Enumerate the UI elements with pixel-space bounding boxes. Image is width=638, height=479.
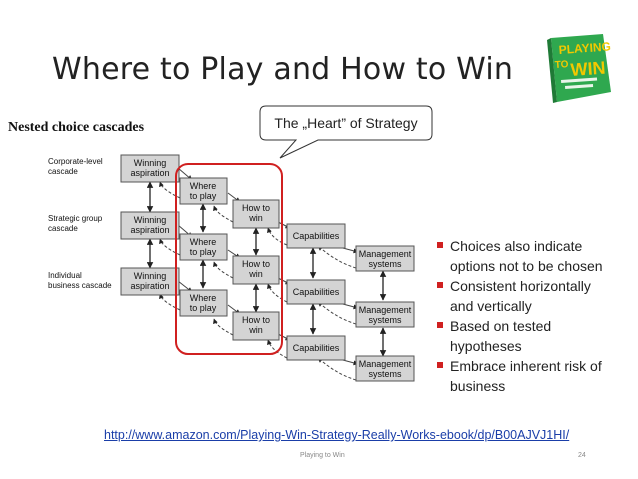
row-label-corporate: Corporate-level cascade xyxy=(48,157,103,176)
svg-text:Capabilities: Capabilities xyxy=(293,231,340,241)
vertical-arrows xyxy=(146,181,387,357)
svg-text:Where: Where xyxy=(190,181,217,191)
book-title-line3: WIN xyxy=(570,58,606,80)
callout-text: The „Heart” of Strategy xyxy=(274,115,417,131)
svg-text:Capabilities: Capabilities xyxy=(293,343,340,353)
svg-text:Individual: Individual xyxy=(48,271,82,280)
svg-text:How to: How to xyxy=(242,315,270,325)
svg-text:Management: Management xyxy=(359,359,412,369)
box-how-to-win-2: How to win xyxy=(232,255,280,285)
svg-text:cascade: cascade xyxy=(48,167,78,176)
bullet-square-icon xyxy=(437,242,443,248)
svg-text:systems: systems xyxy=(368,259,402,269)
svg-text:Corporate-level: Corporate-level xyxy=(48,157,103,166)
svg-text:win: win xyxy=(248,325,263,335)
svg-text:win: win xyxy=(248,269,263,279)
box-capabilities-3: Capabilities xyxy=(286,335,346,361)
svg-text:systems: systems xyxy=(368,369,402,379)
box-management-systems-2: Management systems xyxy=(355,301,415,328)
box-winning-aspiration-3: Winning aspiration xyxy=(120,267,180,296)
svg-text:aspiration: aspiration xyxy=(130,281,169,291)
svg-text:cascade: cascade xyxy=(48,224,78,233)
box-winning-aspiration-1: Winning aspiration xyxy=(120,154,180,183)
svg-text:systems: systems xyxy=(368,315,402,325)
book-title-line2: TO xyxy=(554,59,569,71)
bullet-square-icon xyxy=(437,322,443,328)
svg-text:win: win xyxy=(248,213,263,223)
svg-text:Capabilities: Capabilities xyxy=(293,287,340,297)
svg-text:Management: Management xyxy=(359,305,412,315)
row-label-strategic-group: Strategic group cascade xyxy=(48,214,103,233)
heart-of-strategy-callout: The „Heart” of Strategy xyxy=(259,105,433,159)
book-cover-image: PLAYING TO WIN xyxy=(547,34,611,103)
svg-text:business cascade: business cascade xyxy=(48,281,112,290)
row-label-individual: Individual business cascade xyxy=(48,271,112,290)
bullet-square-icon xyxy=(437,362,443,368)
svg-text:aspiration: aspiration xyxy=(130,225,169,235)
footer-title: Playing to Win xyxy=(300,452,345,459)
heart-of-strategy-highlight xyxy=(175,163,283,355)
svg-text:Where: Where xyxy=(190,237,217,247)
svg-text:Management: Management xyxy=(359,249,412,259)
box-capabilities-2: Capabilities xyxy=(286,279,346,305)
svg-text:to play: to play xyxy=(190,247,217,257)
nested-choice-cascade-diagram: Nested choice cascades Corporate-level c… xyxy=(8,105,433,382)
slide-title: Where to Play and How to Win xyxy=(52,52,514,87)
book-title-line1: PLAYING xyxy=(558,39,611,57)
box-winning-aspiration-2: Winning aspiration xyxy=(120,211,180,240)
svg-text:to play: to play xyxy=(190,191,217,201)
amazon-book-link[interactable]: http://www.amazon.com/Playing-Win-Strate… xyxy=(104,428,570,442)
box-capabilities-1: Capabilities xyxy=(286,223,346,249)
box-where-to-play-3: Where to play xyxy=(179,289,228,317)
box-where-to-play-2: Where to play xyxy=(179,233,228,261)
box-how-to-win-3: How to win xyxy=(232,311,280,341)
svg-text:to play: to play xyxy=(190,303,217,313)
diagram-title: Nested choice cascades xyxy=(8,120,145,135)
svg-text:aspiration: aspiration xyxy=(130,168,169,178)
box-management-systems-1: Management systems xyxy=(355,245,415,272)
svg-text:How to: How to xyxy=(242,259,270,269)
svg-text:Where: Where xyxy=(190,293,217,303)
svg-text:Winning: Winning xyxy=(134,271,167,281)
box-how-to-win-1: How to win xyxy=(232,199,280,229)
svg-text:Winning: Winning xyxy=(134,215,167,225)
page-number: 24 xyxy=(578,452,586,459)
svg-text:How to: How to xyxy=(242,203,270,213)
bullet-square-icon xyxy=(437,282,443,288)
box-management-systems-3: Management systems xyxy=(355,355,415,382)
box-where-to-play-1: Where to play xyxy=(179,177,228,205)
svg-text:Strategic group: Strategic group xyxy=(48,214,103,223)
svg-text:Winning: Winning xyxy=(134,158,167,168)
